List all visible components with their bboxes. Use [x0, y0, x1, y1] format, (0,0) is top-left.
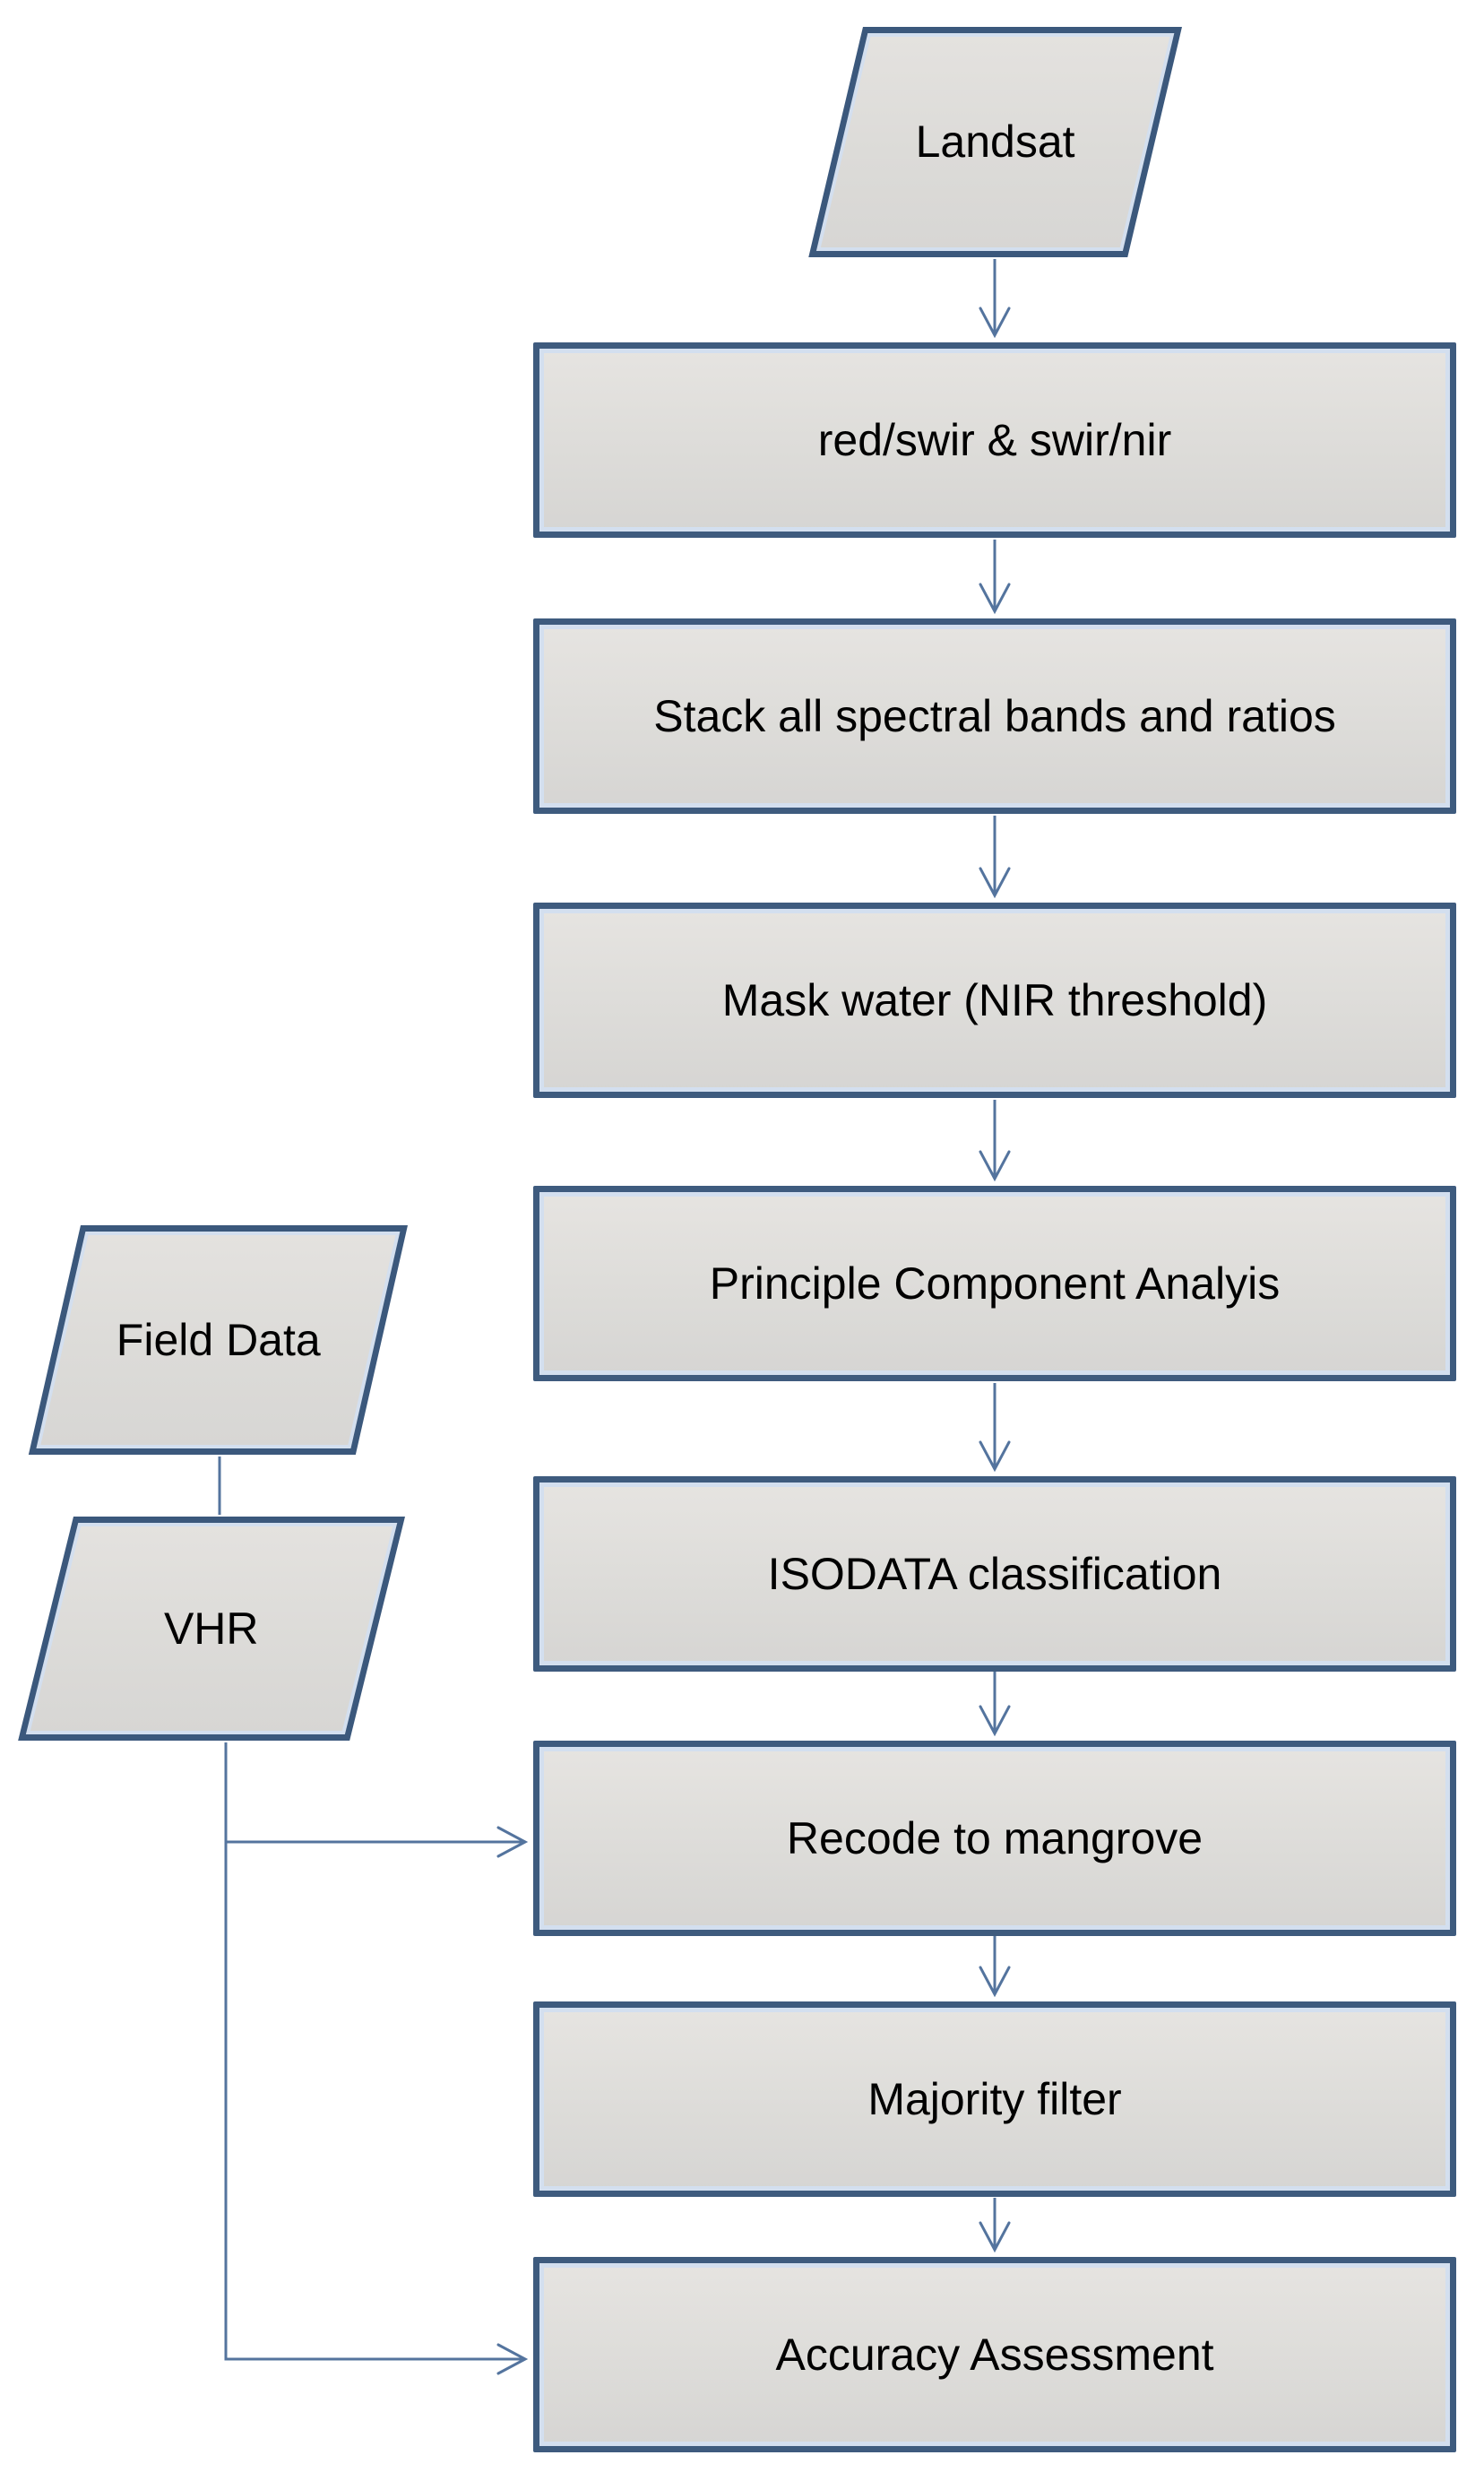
node-isodata-classification: ISODATA classification [533, 1476, 1456, 1672]
node-recode-to-mangrove: Recode to mangrove [533, 1741, 1456, 1936]
node-mask-water-label: Mask water (NIR threshold) [721, 974, 1268, 1025]
node-recode-to-mangrove-label: Recode to mangrove [786, 1812, 1204, 1863]
node-landsat: Landsat [808, 27, 1182, 257]
node-field-data-label: Field Data [116, 1314, 321, 1365]
node-majority-filter-label: Majority filter [867, 2073, 1122, 2124]
connector-vhr-accuracy [224, 1742, 529, 2375]
node-band-ratios: red/swir & swir/nir [533, 342, 1456, 538]
node-vhr-label: VHR [164, 1603, 259, 1654]
node-stack-bands-label: Stack all spectral bands and ratios [653, 690, 1336, 741]
node-stack-bands: Stack all spectral bands and ratios [533, 618, 1456, 814]
node-vhr: VHR [18, 1517, 405, 1741]
node-principal-component-analysis-label: Principle Component Analyis [709, 1258, 1281, 1309]
node-accuracy-assessment-label: Accuracy Assessment [775, 2329, 1214, 2380]
node-landsat-label: Landsat [915, 117, 1075, 167]
node-isodata-classification-label: ISODATA classification [767, 1548, 1222, 1599]
node-accuracy-assessment: Accuracy Assessment [533, 2257, 1456, 2452]
node-principal-component-analysis: Principle Component Analyis [533, 1186, 1456, 1381]
node-band-ratios-label: red/swir & swir/nir [817, 414, 1172, 465]
node-field-data: Field Data [28, 1225, 408, 1455]
node-majority-filter: Majority filter [533, 2001, 1456, 2197]
node-mask-water: Mask water (NIR threshold) [533, 903, 1456, 1098]
